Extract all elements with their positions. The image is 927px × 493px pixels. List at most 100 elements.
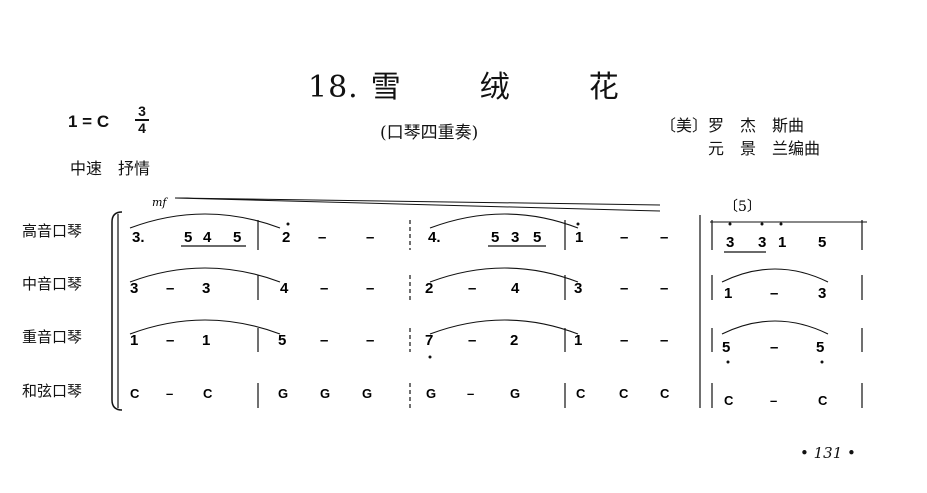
note: 2 bbox=[510, 332, 518, 349]
slur bbox=[129, 319, 281, 335]
part-label-soprano: 高音口琴 bbox=[22, 222, 83, 240]
octave-dot-high bbox=[728, 222, 732, 226]
note: 4 bbox=[280, 280, 289, 297]
slur bbox=[429, 319, 579, 335]
note: 5 bbox=[818, 234, 826, 251]
row-bass: 1 – 1 5 – – 7 – 2 1 – – 5 – 5 bbox=[130, 332, 824, 356]
chord: C bbox=[130, 386, 140, 401]
row-alto: 3 – 3 4 – – 2 – 4 3 – – 1 – 3 bbox=[130, 280, 826, 302]
system-bracket bbox=[111, 211, 123, 411]
chord: – bbox=[166, 386, 173, 401]
time-signature: 3 4 bbox=[134, 104, 150, 136]
note: – bbox=[770, 285, 778, 302]
note: 4 bbox=[203, 229, 212, 246]
page-title: 18. 雪 绒 花 bbox=[308, 62, 620, 106]
time-signature-top: 3 bbox=[138, 103, 146, 119]
note: 3 bbox=[758, 234, 766, 251]
subtitle: (口琴四重奏) bbox=[380, 123, 479, 143]
note: – bbox=[166, 332, 174, 349]
key-signature: 1 = C bbox=[68, 112, 110, 131]
chord: – bbox=[467, 386, 474, 401]
note: – bbox=[166, 280, 174, 297]
slur bbox=[429, 213, 579, 229]
time-signature-bottom: 4 bbox=[138, 120, 146, 136]
note: 4 bbox=[511, 280, 520, 297]
chord: – bbox=[770, 393, 777, 408]
chord: C bbox=[203, 386, 213, 401]
note: 5 bbox=[233, 229, 241, 246]
note: – bbox=[468, 280, 476, 297]
octave-dot-low bbox=[726, 360, 730, 364]
composer-credit: 〔美〕罗 杰 斯曲 bbox=[660, 116, 805, 135]
decrescendo-hairpin bbox=[174, 197, 661, 212]
note: 5 bbox=[533, 229, 541, 246]
chord: G bbox=[426, 386, 436, 401]
note: – bbox=[366, 229, 374, 246]
note: – bbox=[366, 332, 374, 349]
title-number: 18. bbox=[308, 70, 359, 105]
title-char-2: 绒 bbox=[479, 70, 511, 105]
note: – bbox=[468, 332, 476, 349]
note: 5 bbox=[491, 229, 499, 246]
time-signature-line bbox=[135, 119, 149, 121]
note: – bbox=[620, 229, 628, 246]
note: 4. bbox=[428, 229, 441, 246]
arranger-credit: 元 景 兰编曲 bbox=[708, 139, 821, 158]
slur bbox=[129, 213, 281, 229]
octave-dot-high bbox=[760, 222, 764, 226]
slur bbox=[129, 267, 281, 283]
note: 3 bbox=[130, 280, 138, 297]
note: 3 bbox=[574, 280, 582, 297]
part-label-alto: 中音口琴 bbox=[22, 275, 83, 293]
note: 5 bbox=[278, 332, 286, 349]
slur bbox=[721, 320, 829, 335]
note: – bbox=[660, 332, 668, 349]
slur bbox=[429, 267, 579, 283]
note: 1 bbox=[202, 332, 210, 349]
title-char-1: 雪 bbox=[370, 70, 402, 105]
chord: G bbox=[362, 386, 372, 401]
note: 3. bbox=[132, 229, 145, 246]
note: 1 bbox=[130, 332, 138, 349]
chord: C bbox=[660, 386, 670, 401]
chord: G bbox=[510, 386, 520, 401]
note: 2 bbox=[282, 229, 290, 246]
note: 2 bbox=[425, 280, 433, 297]
chord: C bbox=[619, 386, 629, 401]
part-label-bass: 重音口琴 bbox=[22, 328, 83, 346]
chord: C bbox=[724, 393, 734, 408]
note: 5 bbox=[722, 339, 730, 356]
note: 1 bbox=[575, 229, 583, 246]
octave-dot-high bbox=[286, 222, 290, 226]
row-soprano: 3. 5 4 5 2 – – 4. 5 3 5 1 – – 3 3 1 5 bbox=[132, 229, 826, 251]
note: – bbox=[620, 332, 628, 349]
note: – bbox=[366, 280, 374, 297]
octave-dot-high bbox=[779, 222, 783, 226]
note: – bbox=[660, 229, 668, 246]
slur bbox=[721, 268, 829, 283]
note: 3 bbox=[511, 229, 519, 246]
note: 5 bbox=[184, 229, 192, 246]
note: 3 bbox=[202, 280, 210, 297]
note: 3 bbox=[818, 285, 826, 302]
octave-dot-high bbox=[576, 222, 580, 226]
chord: C bbox=[818, 393, 828, 408]
rehearsal-mark: 〔5〕 bbox=[724, 199, 761, 215]
chord: G bbox=[278, 386, 288, 401]
title-char-3: 花 bbox=[588, 70, 620, 105]
note: – bbox=[660, 280, 668, 297]
note: – bbox=[620, 280, 628, 297]
dynamic-mark: mf bbox=[152, 196, 168, 209]
note: 7 bbox=[425, 332, 433, 349]
octave-dot-low bbox=[428, 355, 432, 359]
note: 1 bbox=[724, 285, 732, 302]
note: – bbox=[320, 280, 328, 297]
note: – bbox=[320, 332, 328, 349]
note: 1 bbox=[778, 234, 786, 251]
chord: G bbox=[320, 386, 330, 401]
note: – bbox=[318, 229, 326, 246]
note: – bbox=[770, 339, 778, 356]
octave-dot-low bbox=[820, 360, 824, 364]
part-label-chord: 和弦口琴 bbox=[22, 382, 83, 400]
